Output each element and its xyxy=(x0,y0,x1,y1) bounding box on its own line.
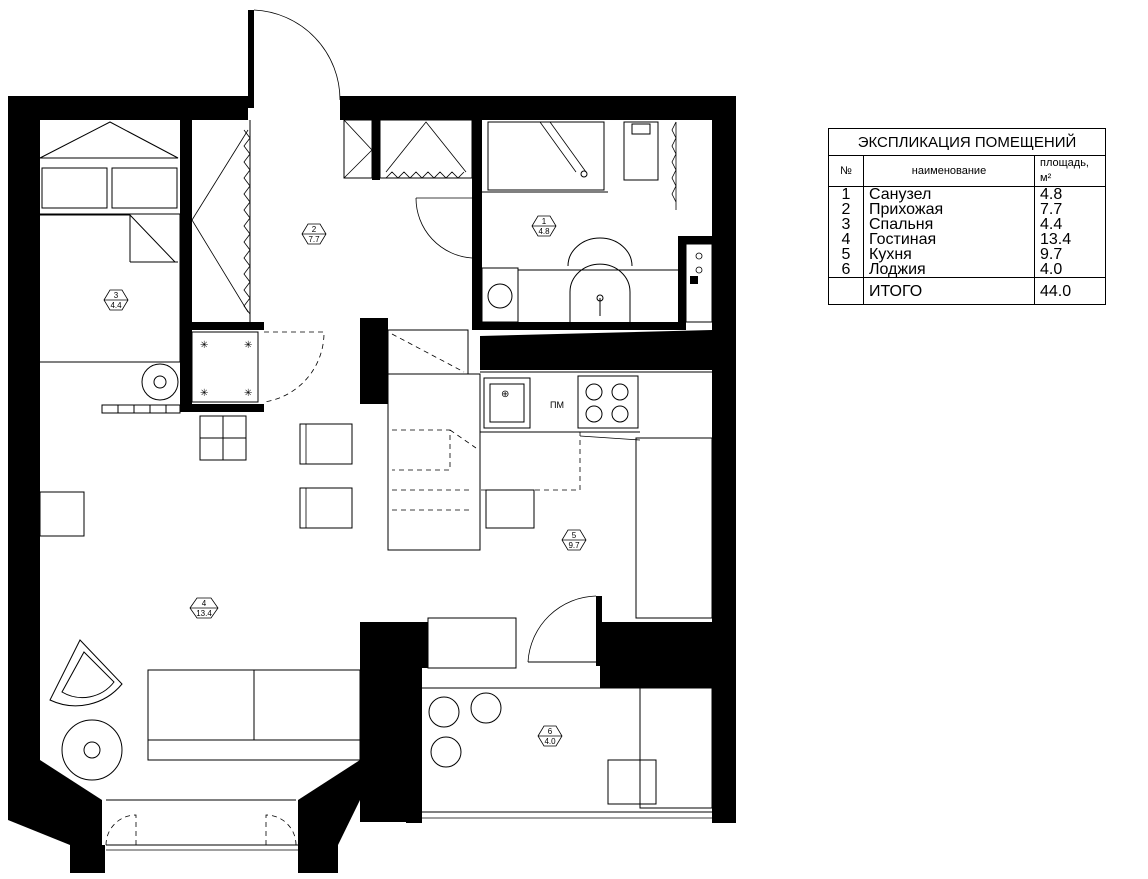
room-tag-1: 1 4.8 xyxy=(531,215,557,237)
bedroom-furniture xyxy=(35,121,181,414)
svg-text:⊕: ⊕ xyxy=(501,389,509,400)
svg-text:6: 6 xyxy=(548,727,553,736)
legend-total-area: 44.0 xyxy=(1034,277,1106,305)
svg-text:✳: ✳ xyxy=(200,388,208,399)
room-tags: 1 4.8 2 7.7 3 4.4 4 13.4 5 9.7 xyxy=(103,215,587,747)
legend-col-name: наименование xyxy=(863,155,1035,187)
legend-col-num: № xyxy=(828,155,864,187)
kitchen-furniture: ⊕ ПМ xyxy=(299,329,713,666)
svg-text:✳: ✳ xyxy=(244,340,252,351)
legend-total-row: ИТОГО 44.0 xyxy=(828,277,1106,305)
legend-row: 6 Лоджия 4.0 xyxy=(828,262,1106,278)
bathroom-fixtures xyxy=(415,121,713,323)
legend-row: 4 Гостиная 13.4 xyxy=(828,232,1106,248)
svg-text:4: 4 xyxy=(202,599,207,608)
svg-text:13.4: 13.4 xyxy=(196,609,212,618)
svg-text:1: 1 xyxy=(542,217,547,226)
room-tag-6: 6 4.0 xyxy=(537,725,563,747)
living-furniture xyxy=(39,415,361,851)
room-tag-4: 4 13.4 xyxy=(189,597,219,619)
svg-text:2: 2 xyxy=(312,225,317,234)
room-tag-2: 2 7.7 xyxy=(301,223,327,245)
legend-col-area: площадь, м² xyxy=(1034,155,1106,187)
legend-title: ЭКСПЛИКАЦИЯ ПОМЕЩЕНИЙ xyxy=(828,128,1106,156)
svg-text:✳: ✳ xyxy=(244,388,252,399)
svg-text:3: 3 xyxy=(114,291,119,300)
room-tag-3: 3 4.4 xyxy=(103,289,129,311)
svg-text:4.8: 4.8 xyxy=(538,227,550,236)
legend-row: 1 Санузел 4.8 xyxy=(828,186,1106,202)
dishwasher-label: ПМ xyxy=(550,400,564,410)
svg-text:5: 5 xyxy=(572,531,577,540)
svg-text:4.4: 4.4 xyxy=(110,301,122,310)
legend-row: 5 Кухня 9.7 xyxy=(828,247,1106,263)
legend-total-label: ИТОГО xyxy=(863,277,1035,305)
legend-row: 3 Спальня 4.4 xyxy=(828,217,1106,233)
svg-text:✳: ✳ xyxy=(200,340,208,351)
hallway-furniture: ✳ ✳ ✳ ✳ xyxy=(191,119,473,403)
room-legend-table: ЭКСПЛИКАЦИЯ ПОМЕЩЕНИЙ № наименование пло… xyxy=(828,128,1106,305)
entry-door xyxy=(248,9,341,108)
room-tag-5: 5 9.7 xyxy=(561,529,587,551)
svg-text:7.7: 7.7 xyxy=(308,235,320,244)
svg-text:4.0: 4.0 xyxy=(544,737,556,746)
svg-text:9.7: 9.7 xyxy=(568,541,580,550)
loggia-furniture xyxy=(422,617,713,819)
legend-row: 2 Прихожая 7.7 xyxy=(828,202,1106,218)
floor-plan: ✳ ✳ ✳ ✳ xyxy=(8,9,736,873)
walls xyxy=(8,96,736,873)
